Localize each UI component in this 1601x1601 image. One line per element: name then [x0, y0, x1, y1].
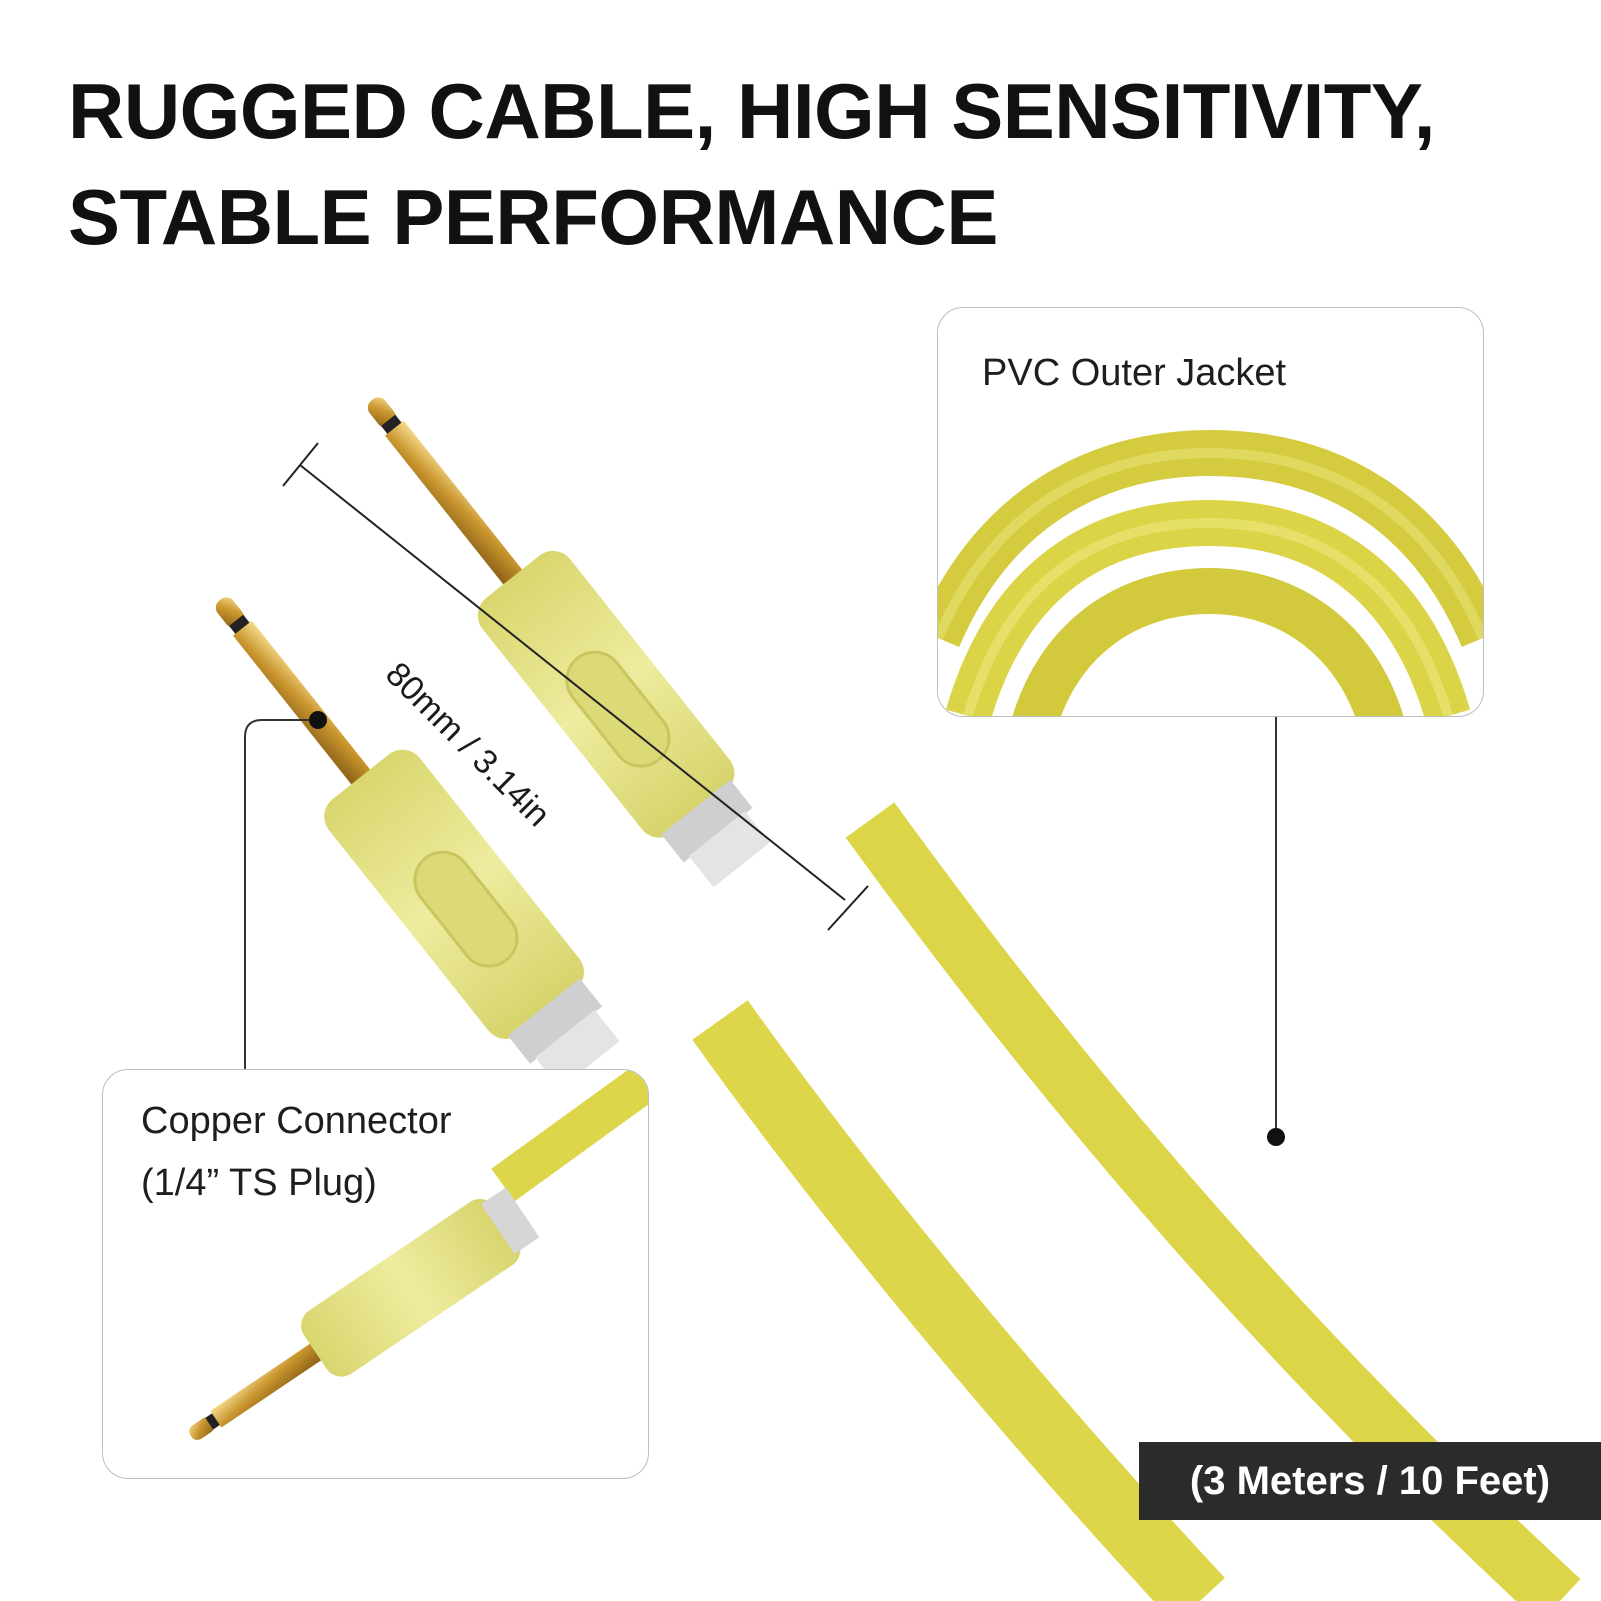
jacket-callout: PVC Outer Jacket	[937, 307, 1484, 717]
connector-callout: Copper Connector (1/4” TS Plug)	[102, 1069, 649, 1479]
plug-back	[367, 397, 770, 888]
connector-callout-line-2: (1/4” TS Plug)	[141, 1162, 377, 1204]
connector-leader	[244, 719, 318, 1069]
connector-callout-line-1: Copper Connector	[141, 1100, 452, 1142]
headline-line-1: RUGGED CABLE, HIGH SENSITIVITY,	[68, 67, 1435, 155]
connector-callout-label: Copper Connector (1/4” TS Plug)	[141, 1090, 452, 1214]
dimension-line	[282, 442, 869, 931]
coiled-cable-image	[938, 429, 1483, 716]
jacket-leader-dot	[1267, 1128, 1285, 1146]
jacket-callout-label: PVC Outer Jacket	[982, 352, 1287, 394]
connector-closeup-image	[189, 1070, 648, 1440]
headline: RUGGED CABLE, HIGH SENSITIVITY, STABLE P…	[68, 58, 1548, 270]
connector-leader-dot	[309, 711, 327, 729]
plug-front	[215, 597, 620, 1089]
headline-line-2: STABLE PERFORMANCE	[68, 173, 998, 261]
cable-front	[692, 1000, 1225, 1601]
length-badge: (3 Meters / 10 Feet)	[1139, 1442, 1601, 1520]
